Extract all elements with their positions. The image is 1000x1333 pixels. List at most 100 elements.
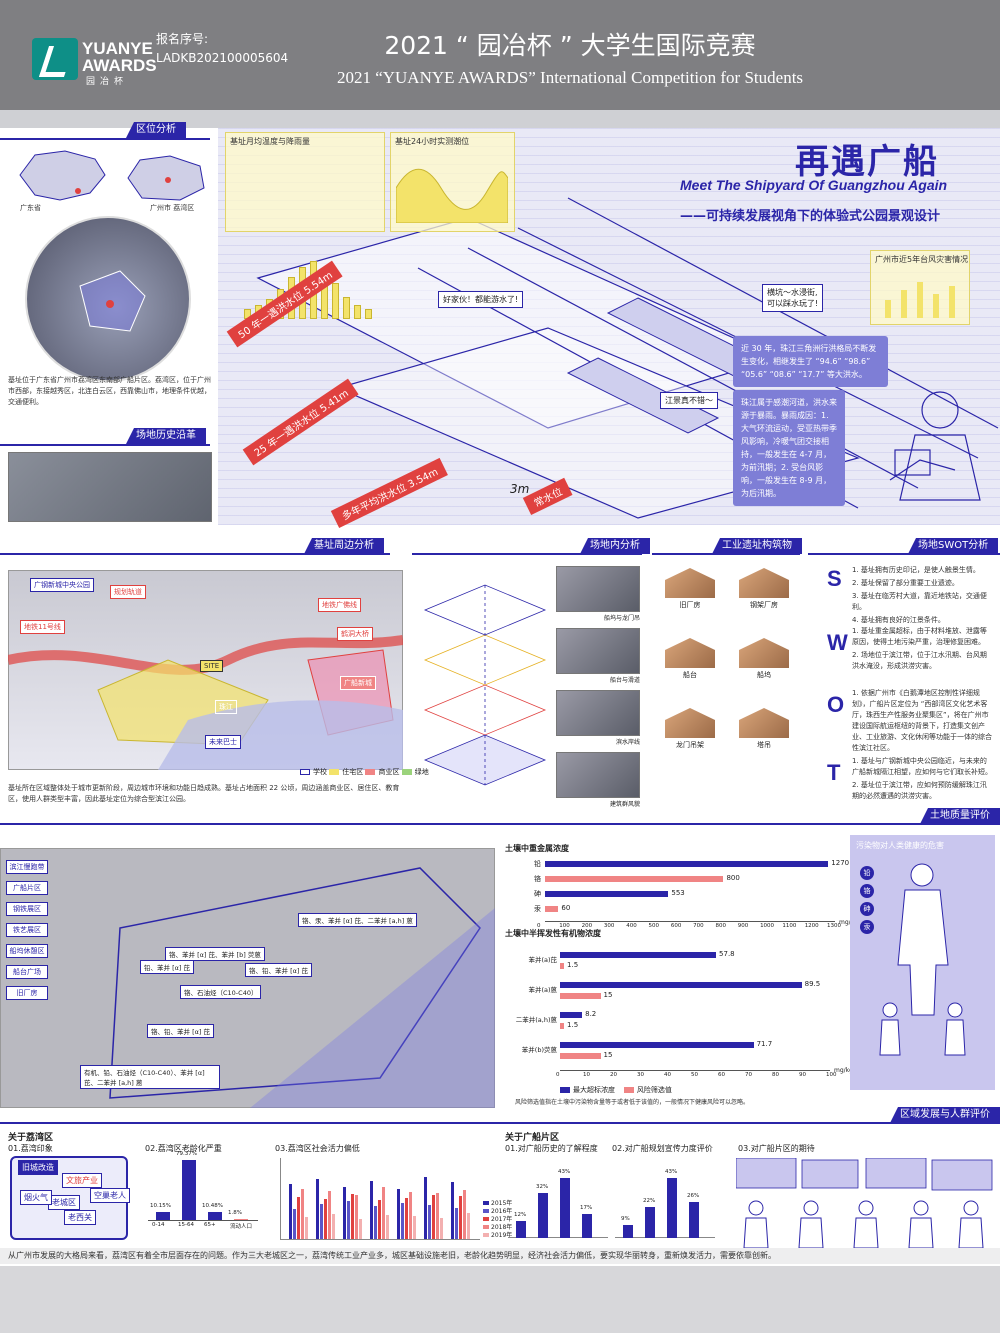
section-rule xyxy=(808,553,1000,555)
map-label: 地铁11号线 xyxy=(20,620,65,634)
zone-tab[interactable]: 钢铁展区 xyxy=(6,902,48,916)
chart-tick: 70 xyxy=(745,1072,752,1078)
location-description: 基址位于广东省广州市荔湾区东南部广船片区。荔湾区，位于广州市西部，东接越秀区，北… xyxy=(8,376,211,406)
legend-chip xyxy=(483,1225,489,1229)
publicity-chart: 9%22%43%26% xyxy=(615,1162,715,1238)
zone-tab[interactable]: 船台广场 xyxy=(6,965,48,979)
legend-item: 商业区 xyxy=(365,768,399,776)
chart-bar xyxy=(645,1207,655,1238)
chart-bar xyxy=(374,1206,377,1239)
history-photo-collage xyxy=(8,452,212,522)
impression-tag: 老城区 xyxy=(48,1195,80,1210)
chart-bar xyxy=(328,1191,331,1239)
chart-tick: 1200 xyxy=(804,923,819,929)
chart-bar xyxy=(560,963,565,969)
site-photo-caption: 建筑群风貌 xyxy=(609,801,640,808)
chart-category: 苯并(a)蒽 xyxy=(528,986,557,994)
structure-caption: 船台 xyxy=(683,671,697,679)
zone-tab[interactable]: 旧厂房 xyxy=(6,986,48,1000)
legend-chip xyxy=(483,1209,489,1213)
swot-letter-o: O xyxy=(827,692,845,717)
pollutant-callout: 有机、铅、石油烃（C10-C40）、苯并 [α] 芘、二苯并 [a,h] 蒽 xyxy=(80,1065,220,1089)
structure-caption: 旧厂房 xyxy=(679,601,701,609)
chart-bar xyxy=(545,906,559,912)
chart-data-label: 10.15% xyxy=(150,1203,171,1210)
legend-label: 2018年 xyxy=(491,1224,513,1231)
chart-category: 汞 xyxy=(534,905,541,913)
chart-bar xyxy=(347,1201,350,1239)
chart-bar xyxy=(545,891,669,897)
chart-bar xyxy=(297,1197,300,1239)
chart-bar xyxy=(401,1203,404,1239)
chart-bar xyxy=(667,1177,677,1238)
legend-item: 2016年 xyxy=(483,1208,512,1216)
chart-bar xyxy=(440,1218,443,1239)
impression-tag: 文旅产业 xyxy=(62,1173,102,1188)
organic-chart-title: 土壤中半挥发性有机物浓度 xyxy=(505,929,601,938)
people-sketch-icon xyxy=(736,1158,993,1248)
surroundings-overlay xyxy=(8,635,403,770)
zone-tab[interactable]: 滨江慢跑带 xyxy=(6,860,48,874)
header-band xyxy=(0,110,1000,128)
structure-caption: 钢架厂房 xyxy=(750,601,778,609)
section-internal: 场地内分析 xyxy=(580,538,650,554)
typhoon-bar xyxy=(885,300,891,318)
swot-opportunities: 1. 依据广州市《白鹅潭地区控制性详细规划》，广船片区定位为 “西部湾区文化艺术… xyxy=(852,688,992,756)
footer-strip xyxy=(0,1248,1000,1264)
chart-bar xyxy=(463,1190,466,1239)
chart-bar xyxy=(467,1213,470,1239)
map-label: 鹤洞大桥 xyxy=(337,627,373,641)
legend-chip xyxy=(623,1087,634,1093)
chart-bar xyxy=(301,1189,304,1239)
chart-tick: 80 xyxy=(772,1072,779,1078)
structure-caption: 龙门吊架 xyxy=(676,741,704,749)
competition-title: 2021 “ 园冶杯 ” 大学生国际竞赛 xyxy=(384,31,756,60)
site-photo-caption: 滨水岸线 xyxy=(615,739,640,746)
map-label: 广钢新城中央公园 xyxy=(30,578,94,592)
scale-label: 3m xyxy=(510,482,530,496)
legend-chip xyxy=(483,1201,489,1205)
chart-data-label: 17% xyxy=(580,1205,593,1212)
section-rule xyxy=(652,553,800,555)
zone-tab[interactable]: 广船片区 xyxy=(6,881,48,895)
swot-item: 1. 基址拥有历史印记，是使人触景生情。 xyxy=(852,566,980,574)
chart-label: 基址24小时实测潮位 xyxy=(395,137,470,146)
shipyard-heading: 关于广船片区 xyxy=(505,1133,560,1143)
chart-value: 15 xyxy=(603,1051,613,1059)
section-rule xyxy=(412,553,642,555)
zone-tab[interactable]: 船坞休憩区 xyxy=(6,944,48,958)
chart-label: 广州市近5年台风灾害情况 xyxy=(875,255,969,264)
province-label: 广东省 xyxy=(20,204,41,212)
impression-tag: 老西关 xyxy=(64,1210,96,1225)
chart-bar xyxy=(378,1200,381,1239)
zone-tab[interactable]: 铁艺展区 xyxy=(6,923,48,937)
chart-value: 8.2 xyxy=(585,1010,597,1018)
legend-item: 2015年 xyxy=(483,1200,512,1208)
pollutant-callout: 铅、苯并 [α] 芘 xyxy=(140,960,194,974)
pollutant-callout: 铬、苯并 [α] 芘、苯并 [b] 荧蒽 xyxy=(165,947,265,961)
chart-value: 89.5 xyxy=(804,980,821,988)
site-photo xyxy=(556,566,640,612)
chart-tick: 1000 xyxy=(760,923,775,929)
pollution-overlay xyxy=(109,867,495,1108)
yuanye-logo-icon xyxy=(32,38,78,80)
chart-bar xyxy=(560,1177,570,1238)
section-rule xyxy=(0,553,390,555)
impression-title: 01.荔湾印象 xyxy=(8,1144,53,1153)
registration: 报名序号: LADKB202100005604 xyxy=(156,30,288,68)
chart-tick: 100 xyxy=(826,1072,837,1078)
chart-tick: 40 xyxy=(664,1072,671,1078)
swot-strengths: 1. 基址拥有历史印记，是使人触景生情。2. 基址保留了部分重要工业遗迹。3. … xyxy=(852,565,992,628)
chart-tick: 50 xyxy=(691,1072,698,1078)
legend-label: 2017年 xyxy=(491,1216,513,1223)
chart-bar xyxy=(234,1218,248,1220)
chart-value: 1.5 xyxy=(567,1021,579,1029)
structure-icon xyxy=(665,638,715,668)
typhoon-bars xyxy=(881,278,961,318)
site-photo-caption: 船坞与龙门吊 xyxy=(603,615,640,622)
chart-bar xyxy=(560,1023,565,1029)
chart-data-label: 22% xyxy=(643,1198,656,1205)
chart-bar xyxy=(386,1215,389,1239)
chart-bar xyxy=(370,1181,373,1239)
legend-item: 风险筛选值 xyxy=(623,1086,672,1094)
